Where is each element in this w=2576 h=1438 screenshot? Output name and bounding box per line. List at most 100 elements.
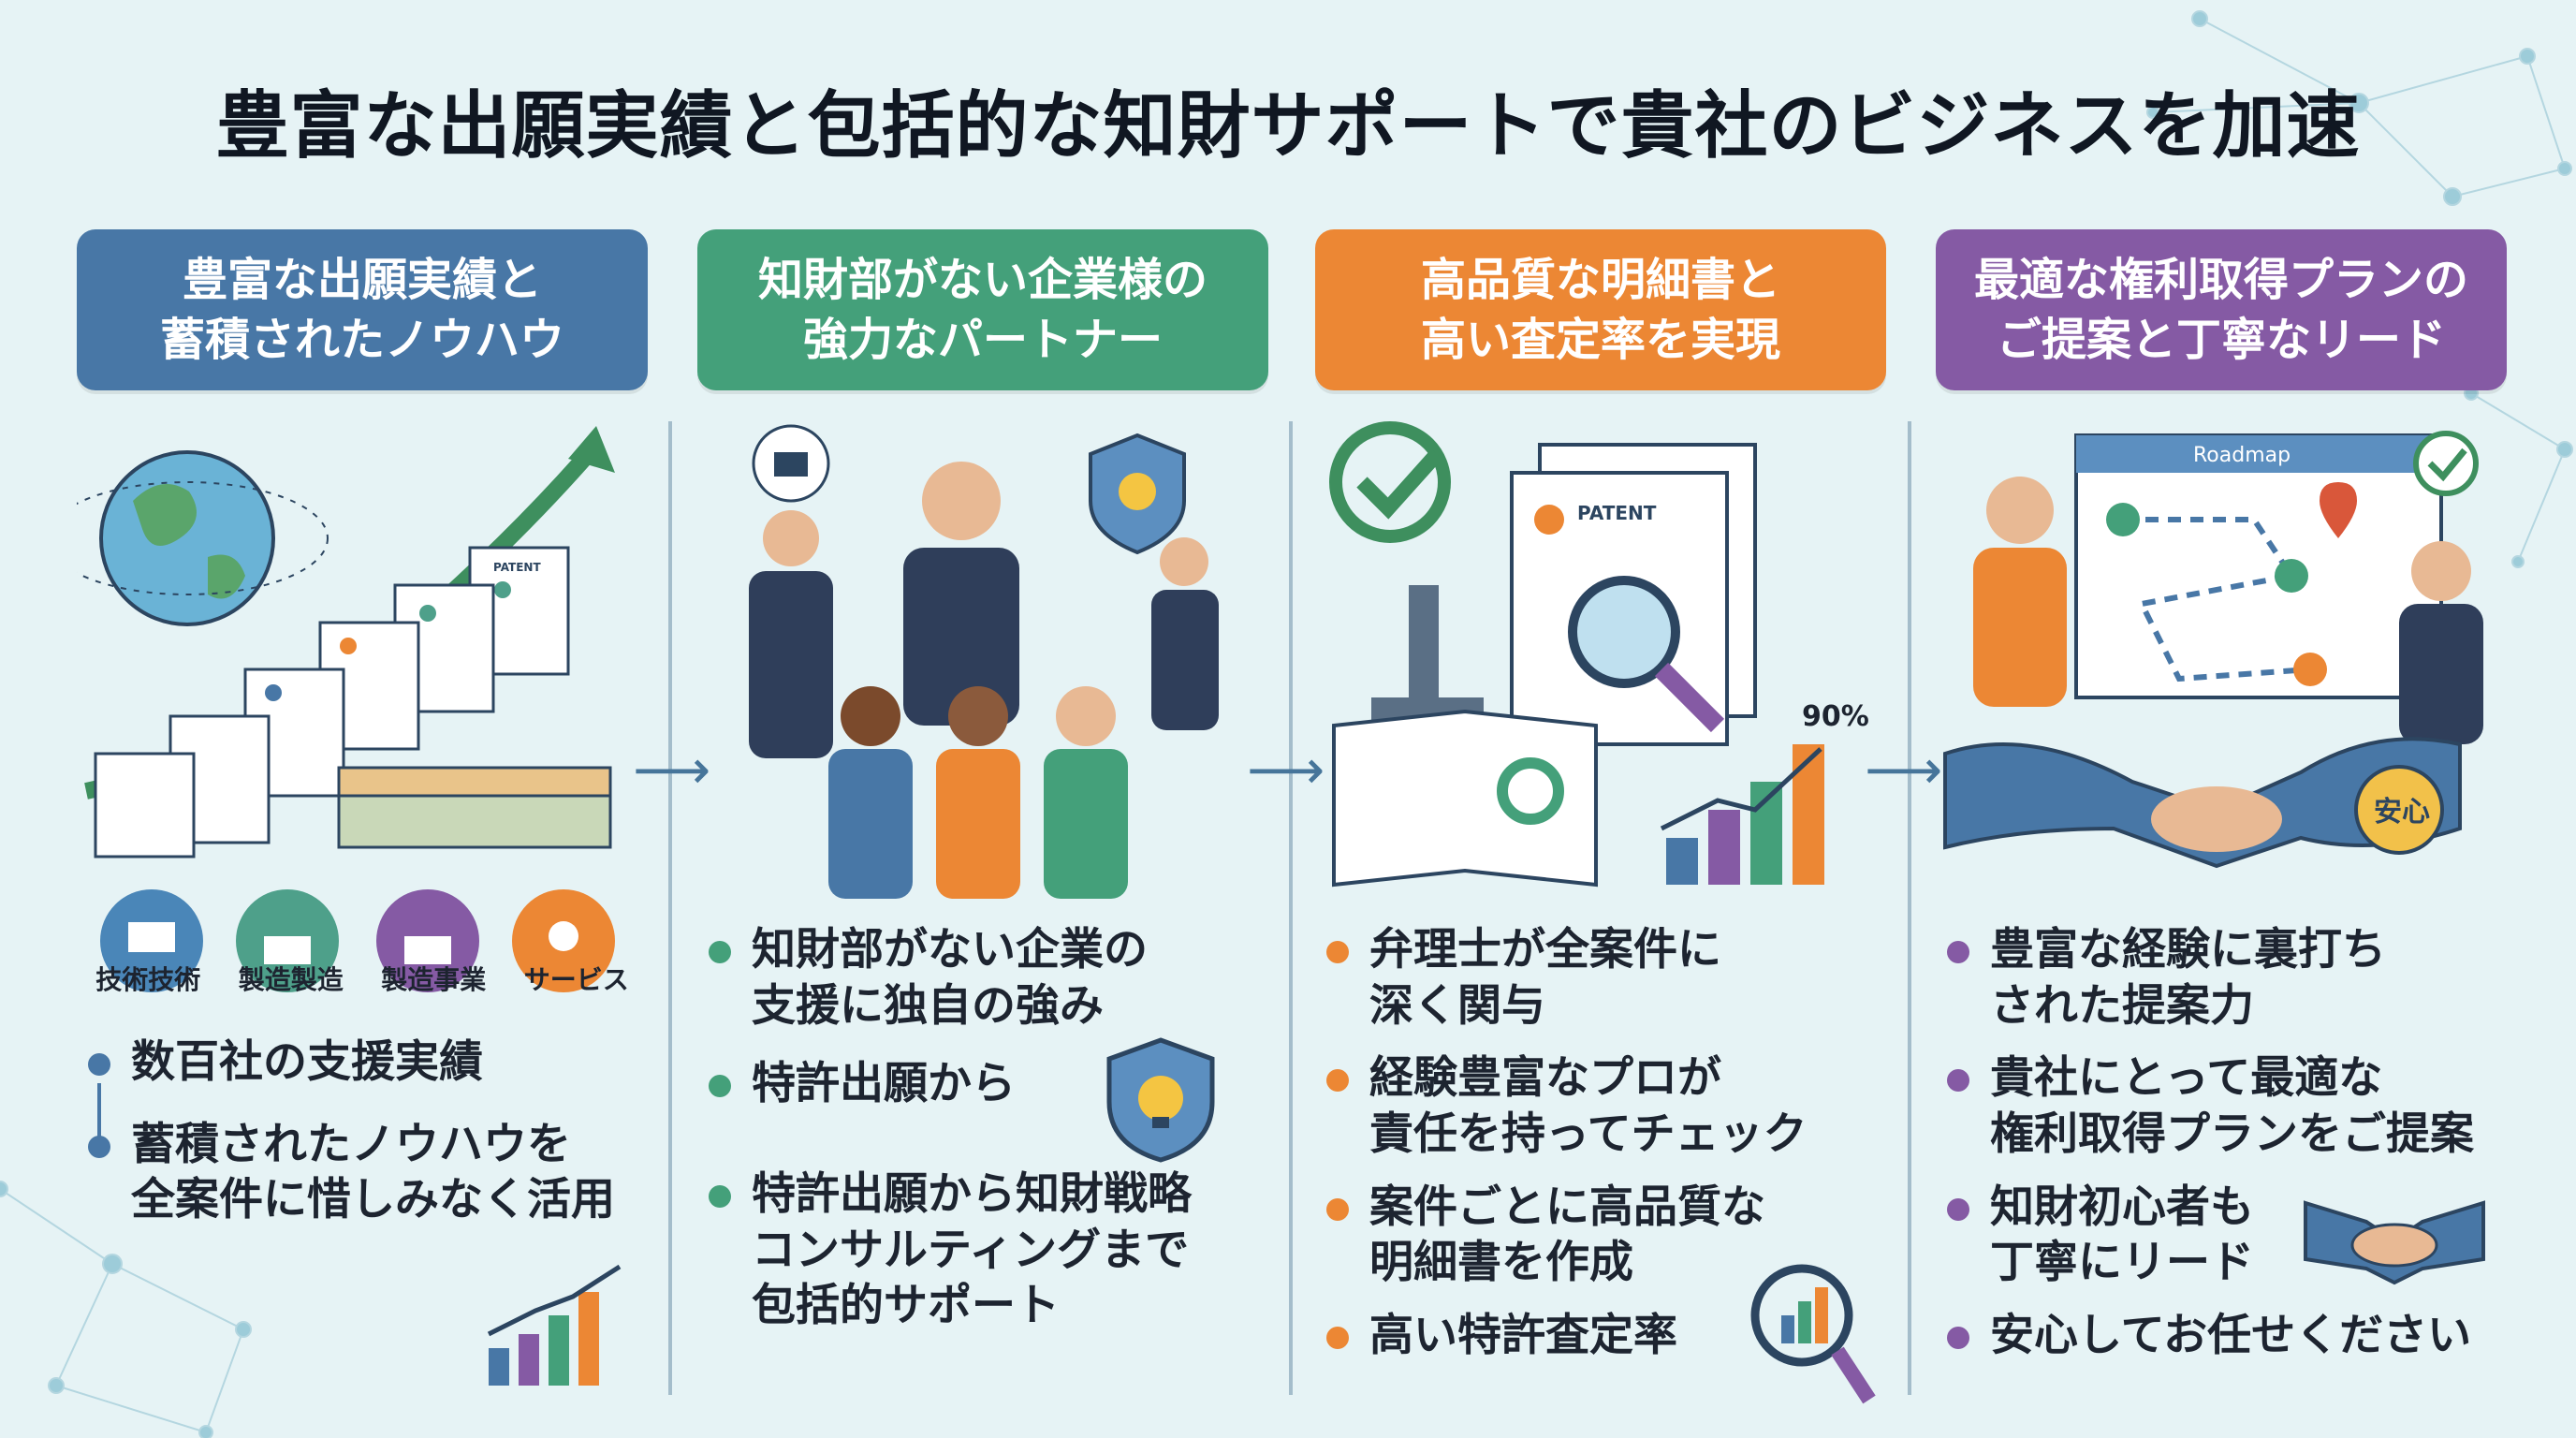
list-item: 高い特許査定率: [1315, 1308, 1886, 1364]
list-item: 知財初心者も 丁寧にリード: [1936, 1180, 2507, 1291]
bullet-list: 豊富な経験に裏打ち された提案力 貴社にとって最適な 権利取得プランをご提案 知…: [1936, 922, 2507, 1364]
bullet-list: 弁理士が全案件に 深く関与 経験豊富なプロが 責任を持ってチェック 案件ごとに高…: [1315, 922, 1886, 1364]
header-line: 蓄積されたノウハウ: [159, 314, 564, 366]
list-item: 豊富な経験に裏打ち された提案力: [1936, 922, 2507, 1034]
patent-document-icon: PATENT: [94, 546, 612, 858]
bullet-line: 支援に独自の強み: [752, 979, 1104, 1032]
factory-gear-icon: [236, 889, 339, 992]
person: [1973, 477, 2067, 707]
patent-label: PATENT: [1577, 502, 1657, 524]
flow-arrow-icon: ⟶: [1247, 738, 1325, 801]
magnifier-icon: [1750, 1264, 1876, 1404]
industry-labels: 技術技術 製造製造 製造事業 サービス: [77, 960, 648, 997]
bullet-line: 経験豊富なプロが: [1369, 1052, 1721, 1105]
quality-illustration: PATENT 90%: [1329, 421, 1869, 888]
page-title: 豊富な出願実績と包括的な知財サポートで貴社のビジネスを加速: [215, 84, 2361, 169]
bullet-list: 数百社の支援実績 蓄積されたノウハウを 全案件に惜しみなく活用: [77, 1034, 648, 1228]
bullet-line: 全案件に惜しみなく活用: [131, 1174, 615, 1226]
person: [2399, 541, 2483, 744]
person: [749, 462, 1219, 758]
book: [1332, 709, 1598, 888]
location-pin-icon: [2320, 482, 2357, 538]
list-item: 弁理士が全案件に 深く関与: [1315, 922, 1886, 1034]
globe-icon: [77, 450, 329, 626]
header-line: 最適な権利取得プランの: [1973, 253, 2468, 306]
header-line: 強力なパートナー: [802, 314, 1163, 366]
header-line: 知財部がない企業様の: [757, 253, 1208, 306]
column-header: 豊富な出願実績と 蓄積されたノウハウ: [77, 229, 648, 390]
bullet-list: 知財部がない企業の 支援に独自の強み 特許出願から 特許出願から知財戦略 コンサ…: [697, 922, 1268, 1334]
industry-label: 製造製造: [238, 964, 344, 995]
bullet-line: された提案力: [1990, 979, 2254, 1032]
badge-label: 安心: [2374, 796, 2430, 829]
magnifier-icon: [1568, 576, 1725, 733]
bullet-line: コンサルティングまで: [752, 1224, 1190, 1276]
bullet-line: 数百社の支援実績: [131, 1036, 483, 1088]
list-item: 数百社の支援実績: [77, 1034, 648, 1139]
percent-label: 90%: [1802, 700, 1869, 733]
shield-lightbulb-icon: [1106, 1037, 1215, 1163]
bullet-line: 案件ごとに高品質な: [1369, 1181, 1765, 1233]
person: [828, 686, 1128, 899]
list-item: 特許出願から: [697, 1056, 1268, 1112]
handshake-icon: [2304, 1200, 2485, 1285]
bullet-line: 貴社にとって最適な: [1990, 1052, 2383, 1105]
laptop-gear-icon: [100, 889, 203, 992]
bullet-line: 特許出願から: [752, 1058, 1016, 1110]
column-header: 高品質な明細書と 高い査定率を実現: [1315, 229, 1886, 390]
header-line: ご提案と丁寧なリード: [1996, 314, 2446, 366]
industry-label: 技術技術: [95, 964, 201, 995]
patent-label: PATENT: [493, 561, 541, 574]
bullet-line: 知財初心者も: [1990, 1181, 2254, 1233]
track-record-illustration: PATENT: [77, 426, 615, 992]
bar-chart-icon: [1660, 744, 1824, 885]
bullet-line: 丁寧にリード: [1990, 1237, 2254, 1289]
hand-gear-icon: [512, 889, 615, 992]
bullet-line: 特許出願から知財戦略: [752, 1168, 1192, 1221]
shield-lightbulb-icon: [1089, 433, 1186, 555]
bullet-line: 安心してお任せください: [1990, 1310, 2472, 1362]
list-item: 特許出願から知財戦略 コンサルティングまで 包括的サポート: [697, 1167, 1268, 1334]
column-quality: 高品質な明細書と 高い査定率を実現 PATENT 90% 弁理士が全案件に 深く…: [1315, 229, 1886, 1428]
bullet-line: 明細書を作成: [1369, 1237, 1633, 1289]
factory-icon: [376, 889, 479, 992]
column-partner: 知財部がない企業様の 強力なパートナー 知財部がない企業の 支援に独自の強み 特…: [697, 229, 1268, 1428]
bullet-line: 権利取得プランをご提案: [1990, 1108, 2474, 1161]
flow-arrow-icon: ⟶: [633, 738, 711, 801]
column-track-record: 豊富な出願実績と 蓄積されたノウハウ PATENT: [77, 229, 648, 1428]
roadmap-label: Roadmap: [2193, 444, 2291, 467]
bullet-line: 弁理士が全案件に: [1369, 924, 1721, 976]
industry-label: 製造事業: [381, 964, 487, 995]
bar-chart-icon: [487, 1264, 622, 1386]
checkmark-icon: [1329, 421, 1451, 543]
column-divider: [668, 421, 672, 1395]
bullet-line: 蓄積されたノウハウを: [131, 1118, 571, 1170]
column-header: 最適な権利取得プランの ご提案と丁寧なリード: [1936, 229, 2507, 390]
camera-icon: [752, 424, 830, 503]
header-line: 豊富な出願実績と: [182, 253, 542, 306]
plan-illustration: Roadmap 安心: [1943, 431, 2483, 869]
microscope-icon: [1371, 585, 1484, 726]
list-item: 貴社にとって最適な 権利取得プランをご提案: [1936, 1050, 2507, 1162]
partner-team-illustration: [749, 424, 1219, 899]
header-line: 高い査定率を実現: [1420, 314, 1780, 366]
header-line: 高品質な明細書と: [1420, 253, 1780, 306]
bullet-line: 豊富な経験に裏打ち: [1990, 924, 2386, 976]
column-header: 知財部がない企業様の 強力なパートナー: [697, 229, 1268, 390]
bullet-line: 責任を持ってチェック: [1369, 1108, 1808, 1161]
list-item: 蓄積されたノウハウを 全案件に惜しみなく活用: [77, 1117, 648, 1228]
roadmap-board: Roadmap: [2074, 433, 2443, 699]
bullet-line: 高い特許査定率: [1369, 1310, 1677, 1362]
industry-label: サービス: [523, 964, 629, 995]
list-item: 経験豊富なプロが 責任を持ってチェック: [1315, 1050, 1886, 1162]
list-item: 知財部がない企業の 支援に独自の強み: [697, 922, 1268, 1034]
column-plan: 最適な権利取得プランの ご提案と丁寧なリード Roadmap 安心 豊富な経験に…: [1936, 229, 2507, 1428]
column-divider: [1908, 421, 1911, 1395]
bullet-line: 深く関与: [1369, 979, 1545, 1032]
safety-badge-icon: 安心: [2354, 765, 2444, 855]
list-item: 案件ごとに高品質な 明細書を作成: [1315, 1180, 1886, 1291]
column-divider: [1289, 421, 1293, 1395]
list-item: 安心してお任せください: [1936, 1308, 2507, 1364]
handshake-icon: [1943, 737, 2462, 869]
